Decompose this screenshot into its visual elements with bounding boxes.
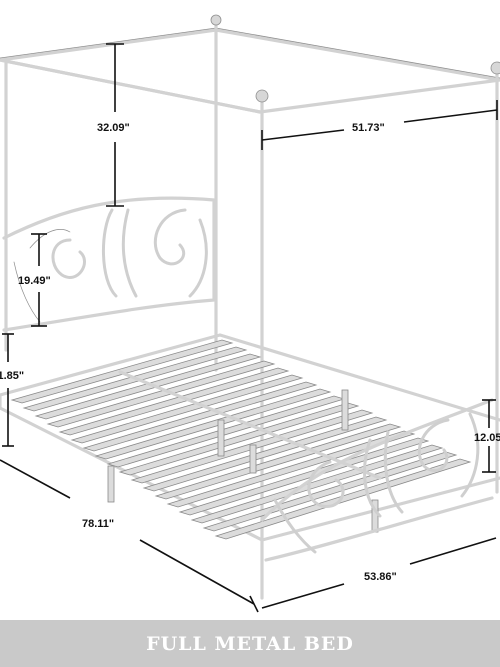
post-finial xyxy=(255,89,269,103)
bed-rails xyxy=(0,333,500,542)
caption-bar: FULL METAL BED xyxy=(0,620,500,667)
post-finial xyxy=(210,14,222,26)
bed-slats xyxy=(10,339,472,540)
post-finial xyxy=(490,61,500,75)
dimension-labels: 32.09" 51.73" 19.49" 11.85" 12.05" 78.11… xyxy=(0,122,500,583)
canopy-width-label: 51.73" xyxy=(352,122,385,134)
under-headboard-label: 11.85" xyxy=(0,370,24,382)
canopy-height-label: 32.09" xyxy=(97,122,130,134)
width-label: 53.86" xyxy=(364,571,397,583)
length-label: 78.11" xyxy=(82,518,114,530)
headboard-panel-label: 19.49" xyxy=(18,275,51,287)
product-caption: FULL METAL BED xyxy=(146,632,354,655)
dimension-lines xyxy=(0,43,498,613)
footboard xyxy=(260,398,494,562)
bed-diagram: 32.09" 51.73" 19.49" 11.85" 12.05" 78.11… xyxy=(0,14,500,613)
center-support xyxy=(118,370,382,480)
bed-posts xyxy=(4,14,500,600)
footboard-height-label: 12.05" xyxy=(474,432,500,444)
headboard xyxy=(2,196,216,332)
canopy-frame xyxy=(0,27,500,114)
